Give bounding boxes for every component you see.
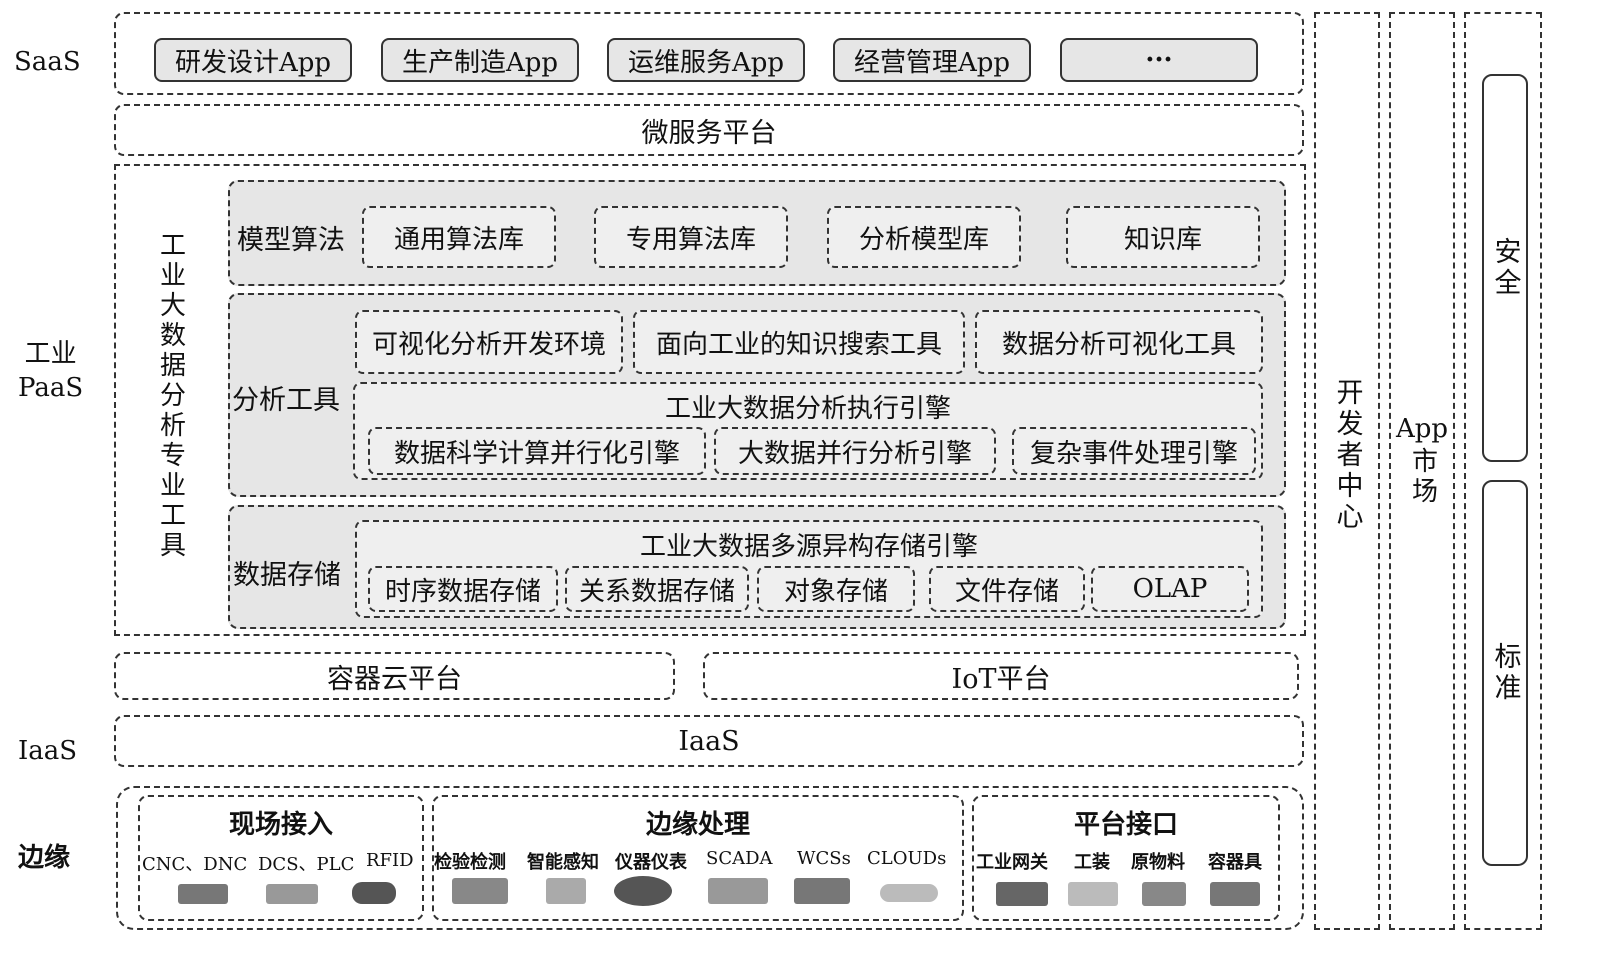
datasci-parallel-engine: 数据科学计算并行化引擎: [368, 427, 706, 475]
app-management[interactable]: 经营管理App: [833, 38, 1031, 82]
paas-label-line2: PaaS: [18, 372, 84, 403]
edge-item-clouds: CLOUDs: [867, 848, 947, 869]
app-operations[interactable]: 运维服务App: [607, 38, 805, 82]
scada-panel-icon: [708, 878, 768, 904]
data-visual-tool: 数据分析可视化工具: [975, 310, 1263, 374]
platform-interface-title: 平台接口: [1073, 810, 1178, 840]
general-algo-lib: 通用算法库: [362, 206, 556, 268]
app-rd-design[interactable]: 研发设计App: [154, 38, 352, 82]
container-vessel-icon: [1210, 882, 1260, 906]
platform-item-materials: 原物料: [1131, 852, 1185, 873]
complex-event-engine: 复杂事件处理引擎: [1012, 427, 1256, 475]
edge-item-instruments: 仪器仪表: [615, 852, 687, 873]
paas-container: [114, 164, 1306, 636]
knowledge-lib: 知识库: [1066, 206, 1260, 268]
gauge-icon: [614, 876, 672, 906]
data-storage-label: 数据存储: [233, 560, 341, 591]
model-algo-label: 模型算法: [237, 225, 345, 256]
bigdata-parallel-engine: 大数据并行分析引擎: [714, 427, 996, 475]
tooling-icon: [1068, 882, 1118, 906]
field-access-title: 现场接入: [228, 810, 333, 840]
field-access-panel: [138, 795, 424, 921]
analysis-model-lib: 分析模型库: [827, 206, 1021, 268]
paas-label: 工业 PaaS: [18, 338, 83, 406]
edge-item-sensing: 智能感知: [527, 852, 599, 873]
platform-item-containers: 容器具: [1208, 852, 1262, 873]
robot-arm-icon: [352, 882, 396, 904]
microservice-platform: 微服务平台: [114, 104, 1304, 156]
app-market-line1: App: [1395, 414, 1449, 444]
iaas-bar: IaaS: [114, 715, 1304, 767]
platform-item-tooling: 工装: [1074, 852, 1110, 873]
relational-storage: 关系数据存储: [565, 566, 749, 612]
olap: OLAP: [1091, 566, 1249, 612]
app-market-line2: 市场: [1407, 447, 1438, 508]
dev-center-label: 开发者中心: [1331, 377, 1363, 533]
inspection-device-icon: [452, 878, 508, 904]
dev-center-column: [1314, 12, 1380, 930]
cnc-machine-icon: [178, 884, 228, 904]
app-market-label: App 市场: [1389, 412, 1455, 507]
knowledge-search-tool: 面向工业的知识搜索工具: [633, 310, 965, 374]
sensor-icon: [546, 878, 586, 904]
app-more[interactable]: ···: [1060, 38, 1258, 82]
edge-label: 边缘: [18, 843, 71, 873]
special-algo-lib: 专用算法库: [594, 206, 788, 268]
standard-box: 标准: [1482, 480, 1528, 866]
app-production[interactable]: 生产制造App: [381, 38, 579, 82]
edge-processing-title: 边缘处理: [645, 810, 750, 840]
edge-processing-panel: [432, 795, 964, 921]
iaas-label: IaaS: [18, 736, 78, 766]
platform-item-gateway: 工业网关: [976, 852, 1048, 873]
saas-layer: [114, 12, 1304, 95]
storage-engine-title: 工业大数据多源异构存储引擎: [639, 531, 978, 562]
gateway-icon: [996, 882, 1048, 906]
edge-item-inspection: 检验检测: [434, 852, 506, 873]
field-item-dcs: DCS、PLC: [258, 854, 355, 875]
field-item-cnc: CNC、DNC: [142, 854, 248, 875]
app-market-column: [1389, 12, 1455, 930]
analysis-tools-label: 分析工具: [232, 385, 340, 416]
file-storage: 文件存储: [929, 566, 1085, 612]
exec-engine-title: 工业大数据分析执行引擎: [664, 393, 951, 424]
security-standard-column: [1464, 12, 1542, 930]
edge-layer: [116, 786, 1304, 930]
wcs-icon: [794, 878, 850, 904]
edge-item-wcss: WCSs: [797, 848, 851, 869]
materials-icon: [1142, 882, 1186, 906]
saas-label: SaaS: [14, 47, 81, 77]
field-item-rfid: RFID: [366, 850, 414, 871]
iot-platform: IoT平台: [703, 652, 1299, 700]
visual-dev-env: 可视化分析开发环境: [355, 310, 623, 374]
edge-item-scada: SCADA: [706, 848, 773, 869]
plc-cabinet-icon: [266, 884, 318, 904]
paas-label-line1: 工业: [24, 339, 77, 369]
timeseries-storage: 时序数据存储: [368, 566, 558, 612]
object-storage: 对象存储: [757, 566, 915, 612]
cloud-icon: [880, 884, 938, 902]
platform-interface-panel: [972, 795, 1280, 921]
security-box: 安全: [1482, 74, 1528, 462]
container-cloud-platform: 容器云平台: [114, 652, 675, 700]
bigdata-tools-column: 工业大数据分析专业工具: [146, 190, 196, 602]
